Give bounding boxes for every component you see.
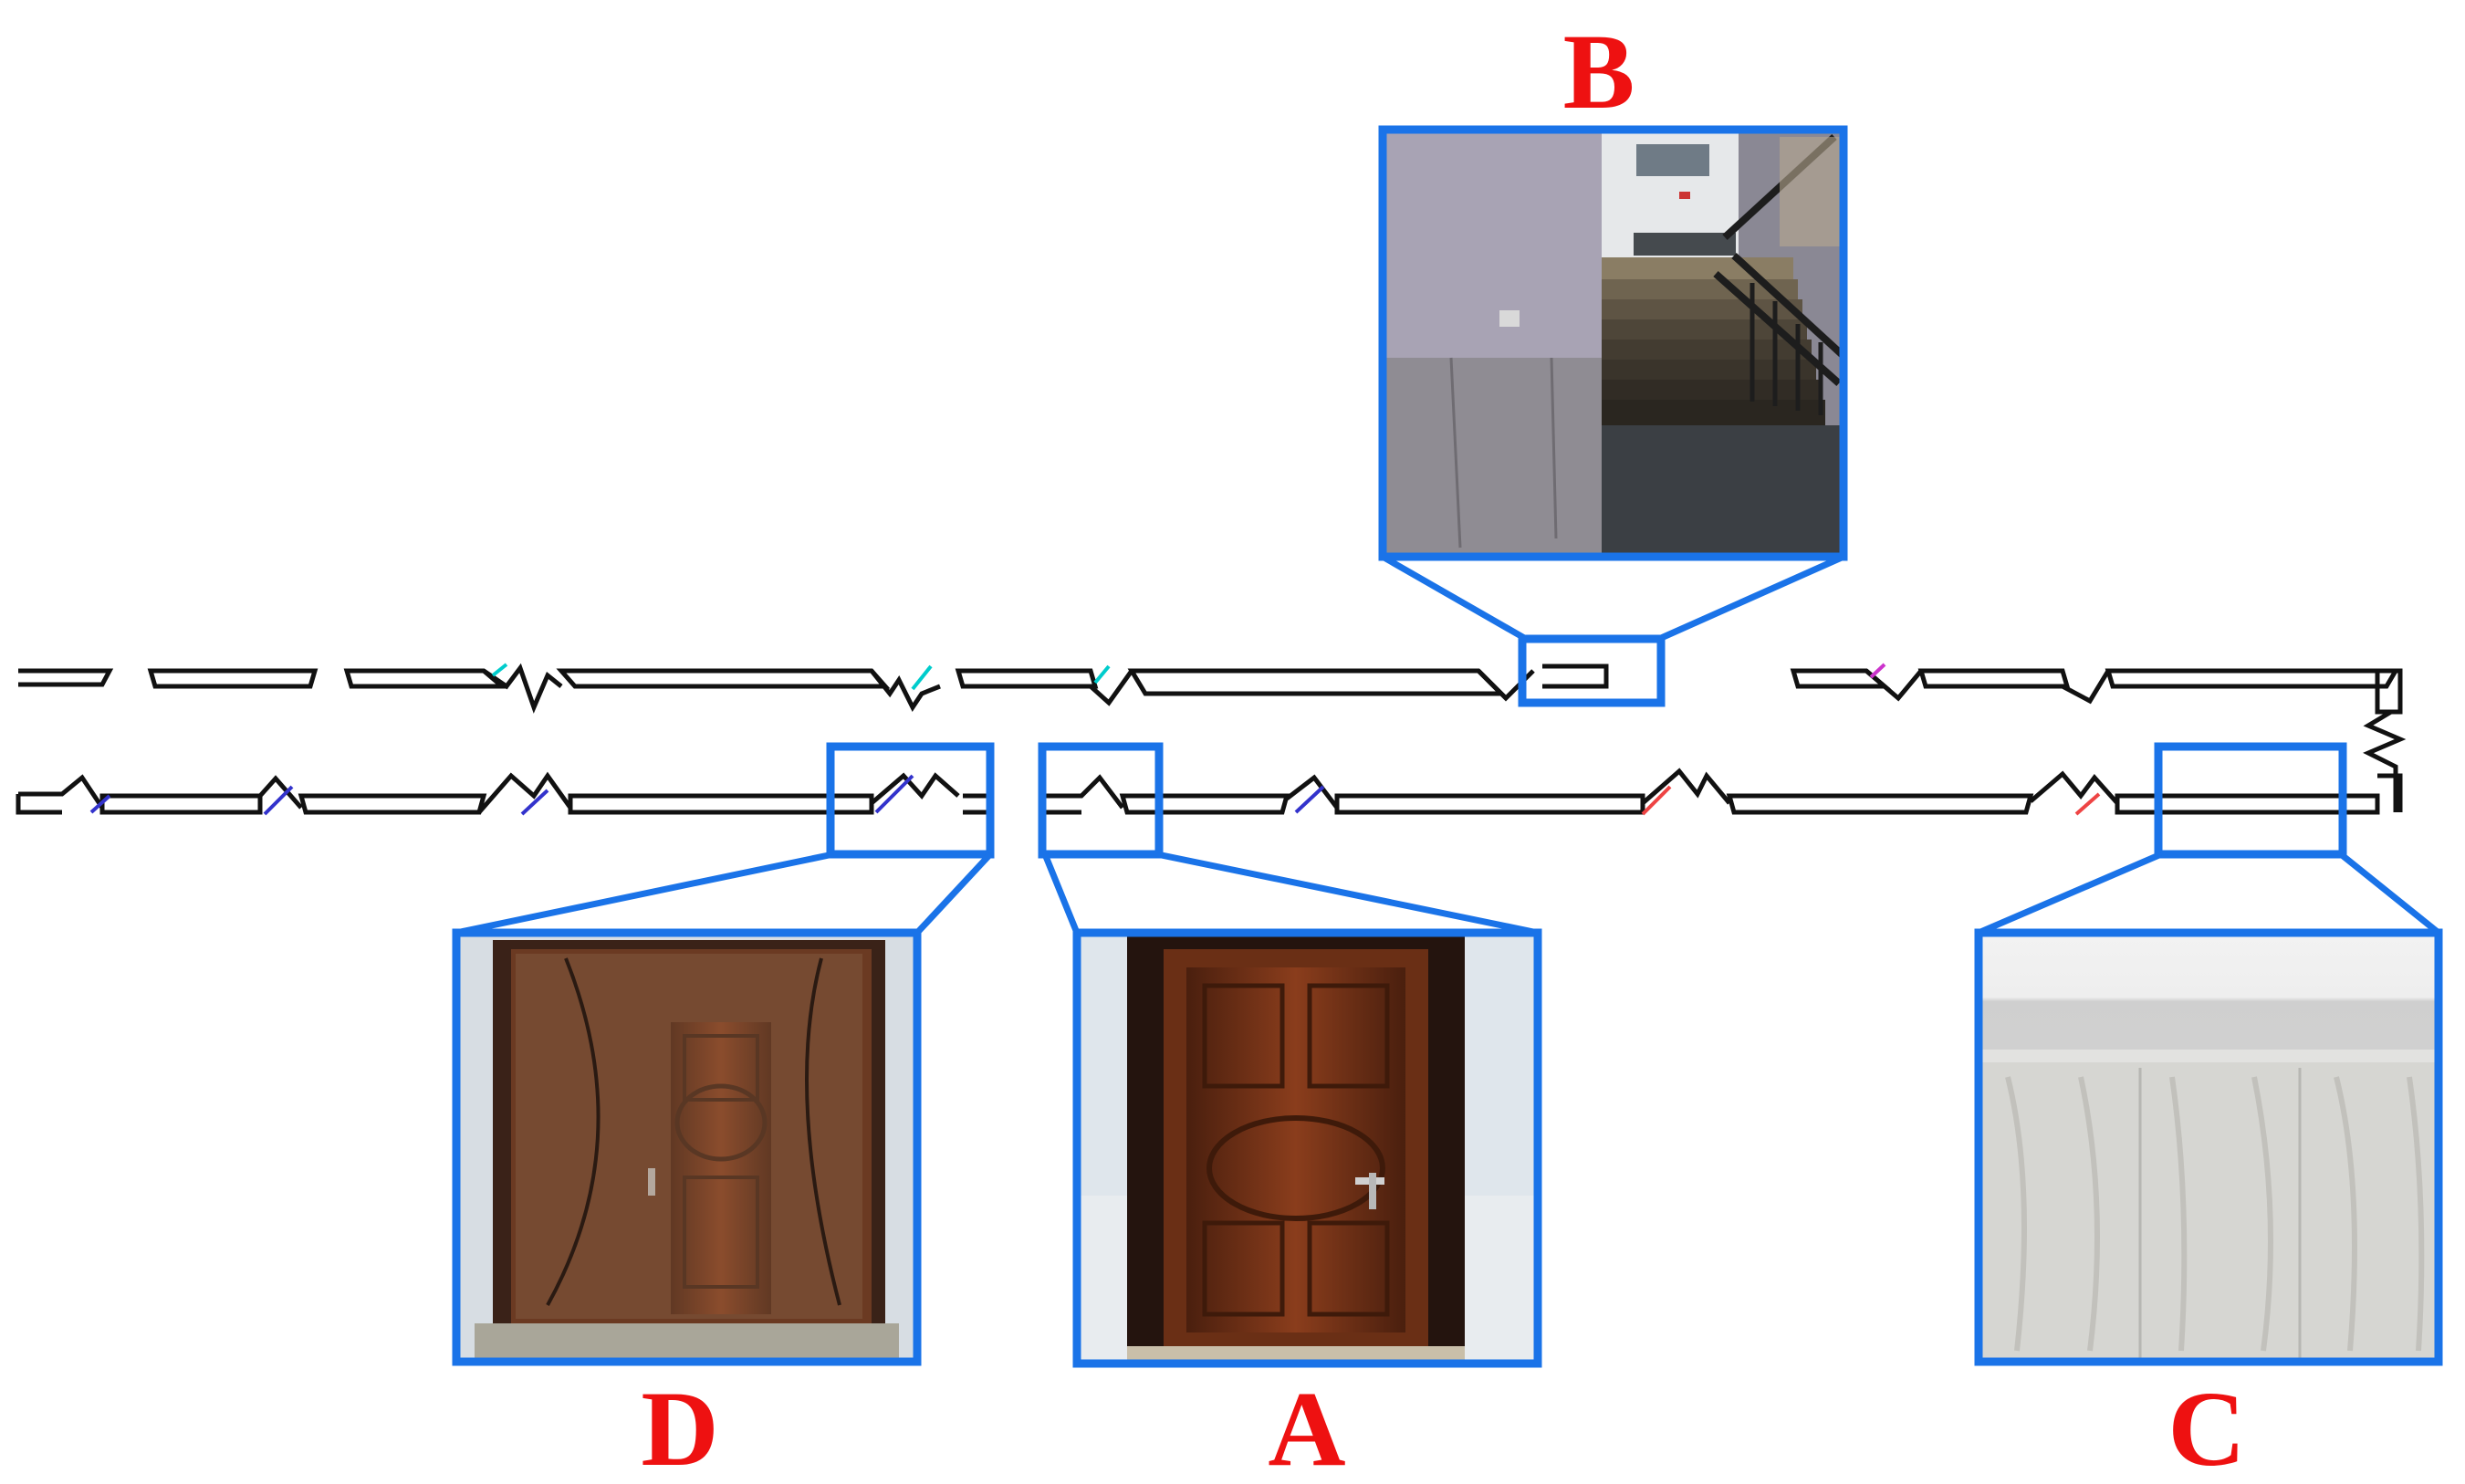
lower-wall	[16, 768, 2380, 815]
floor-plan	[16, 663, 2407, 816]
figure-labels: B D A C	[641, 12, 2245, 1484]
highlight-box-b	[1518, 634, 1666, 707]
leader-lines	[455, 553, 2441, 936]
label-b: B	[1563, 12, 1635, 131]
label-c: C	[2167, 1369, 2245, 1484]
label-d: D	[641, 1369, 718, 1484]
label-a: A	[1268, 1369, 1345, 1484]
photo-c-wall-panel	[1974, 928, 2443, 1366]
corridor-end	[2363, 668, 2407, 812]
upper-wall	[18, 663, 2400, 714]
highlight-box-a	[1038, 742, 1164, 859]
photo-b-stairwell	[1378, 125, 1848, 561]
photo-a-wooden-door	[1072, 928, 1542, 1368]
highlight-box-d	[826, 742, 995, 859]
photo-d-curtained-door	[452, 928, 922, 1366]
plan-highlights	[826, 634, 2347, 859]
highlight-box-c	[2154, 742, 2347, 859]
door-swing-marks	[89, 663, 2101, 816]
